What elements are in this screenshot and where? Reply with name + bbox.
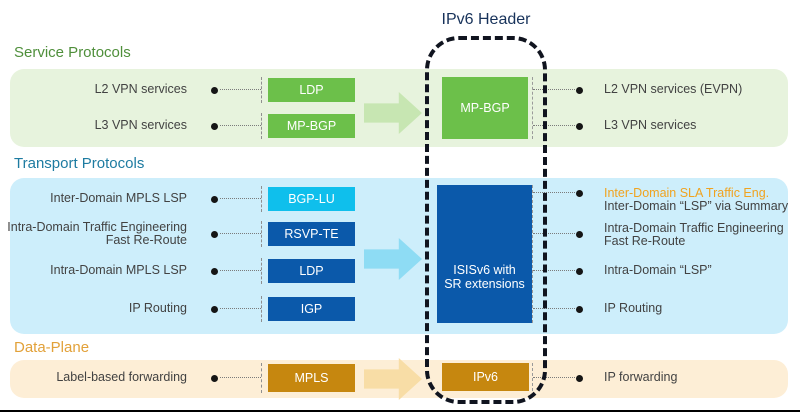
protocol-box-bgplu: BGP-LU [268, 187, 355, 211]
service-row-label: L2 VPN services [94, 82, 187, 97]
bullet-dot [211, 86, 218, 94]
connector-dotted-line [533, 89, 575, 90]
service-right-label: L2 VPN services (EVPN) [604, 82, 743, 97]
transport-right-label: Intra-Domain Traffic Engineering Fast Re… [604, 220, 784, 248]
bullet-dot [211, 305, 218, 313]
merged-box-isisv6: ISISv6 with SR extensions [437, 185, 532, 323]
connector-dotted-line [533, 270, 575, 271]
connector-dotted-line [533, 125, 575, 126]
protocol-box-mpls: MPLS [268, 364, 355, 392]
bullet-dot [211, 230, 218, 238]
connector-tick [261, 186, 262, 212]
transport-right-label: Intra-Domain “LSP” [604, 263, 712, 278]
connector-dotted-line [220, 233, 261, 234]
protocol-box-igp: IGP [268, 297, 355, 321]
ipv6-header-title: IPv6 Header [441, 11, 531, 28]
protocol-box-mpbgp: MP-BGP [268, 114, 355, 138]
service-protocols-title: Service Protocols [14, 44, 131, 61]
bullet-dot [211, 122, 218, 130]
connector-dotted-line [533, 192, 575, 193]
connector-dotted-line [220, 89, 261, 90]
merged-box-mpbgp: MP-BGP [442, 77, 528, 139]
bullet-dot [576, 189, 583, 197]
bottom-divider-line [0, 410, 800, 412]
connector-vertical-line [532, 77, 533, 139]
connector-dotted-line [533, 377, 575, 378]
transport-right-label: Inter-Domain SLA Traffic Eng. Inter-Doma… [604, 185, 789, 213]
bullet-dot [576, 230, 583, 238]
transport-row-label: Inter-Domain MPLS LSP [50, 191, 187, 206]
connector-dotted-line [220, 270, 261, 271]
connector-vertical-line [532, 185, 533, 323]
bullet-dot [211, 267, 218, 275]
bullet-dot [576, 122, 583, 130]
bullet-dot [576, 374, 583, 382]
connector-tick [261, 296, 262, 322]
connector-dotted-line [220, 377, 261, 378]
data-plane-right-label: IP forwarding [604, 370, 678, 385]
protocol-box-ldp-transport: LDP [268, 259, 355, 283]
connector-tick [261, 258, 262, 284]
ipv6-header-capsule [425, 36, 547, 404]
connector-tick [261, 363, 262, 393]
protocol-box-ldp: LDP [268, 78, 355, 102]
service-right-label: L3 VPN services [604, 118, 697, 133]
transport-row-label: Intra-Domain MPLS LSP [50, 263, 187, 278]
data-plane-row-label: Label-based forwarding [56, 370, 187, 385]
data-plane-title: Data-Plane [14, 339, 90, 356]
bullet-dot [576, 267, 583, 275]
service-row-label: L3 VPN services [94, 118, 187, 133]
connector-dotted-line [220, 125, 261, 126]
transport-protocols-title: Transport Protocols [14, 155, 145, 172]
transport-row-label: IP Routing [128, 301, 187, 316]
connector-tick [261, 113, 262, 139]
protocol-box-rsvpte: RSVP-TE [268, 222, 355, 246]
bullet-dot [211, 195, 218, 203]
connector-dotted-line [533, 308, 575, 309]
connector-dotted-line [220, 198, 261, 199]
connector-dotted-line [220, 308, 261, 309]
bullet-dot [211, 374, 218, 382]
bullet-dot [576, 86, 583, 94]
bullet-dot [576, 305, 583, 313]
connector-tick [261, 77, 262, 103]
transport-row-label: Intra-Domain Traffic Engineering Fast Re… [7, 219, 187, 247]
connector-tick [261, 221, 262, 247]
connector-dotted-line [533, 233, 575, 234]
transport-right-label: IP Routing [604, 301, 663, 316]
